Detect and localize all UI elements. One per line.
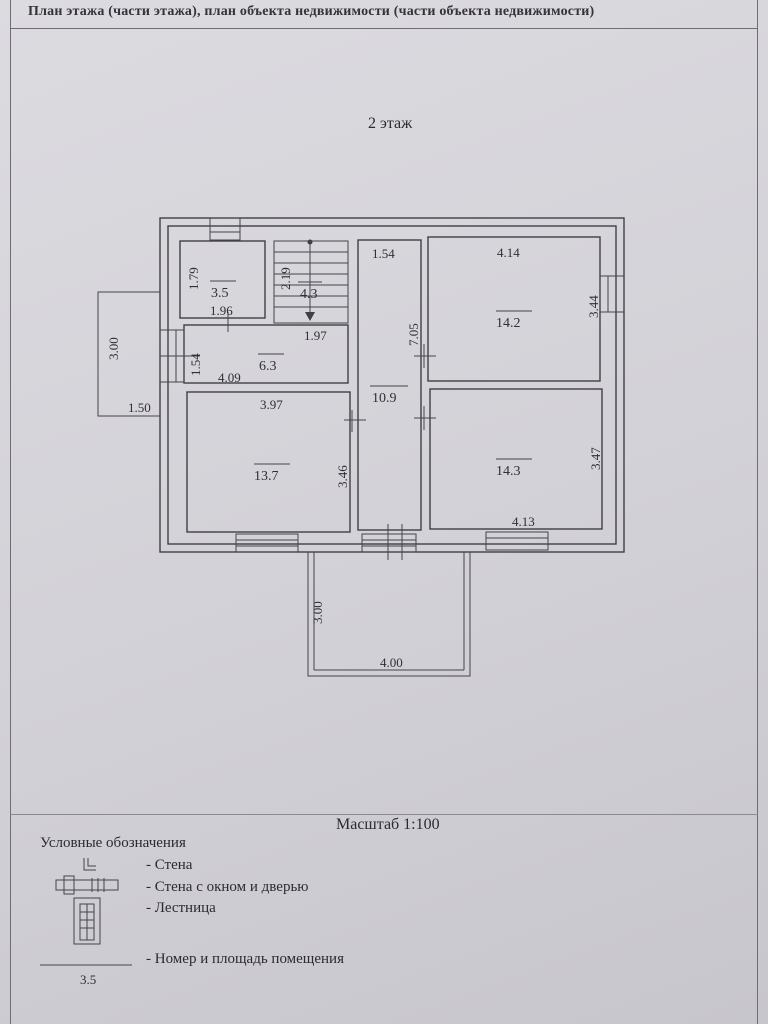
wall-icon — [83, 858, 96, 871]
dim-r1-w: 1.96 — [210, 303, 233, 318]
room-r3-area: 6.3 — [259, 359, 277, 374]
room-r6 — [186, 391, 351, 533]
stairs-icon — [73, 897, 101, 945]
window-bottom-1 — [235, 533, 299, 553]
balcony-bottom — [307, 552, 471, 677]
legend-item-stairs: - Лестница — [146, 900, 216, 916]
room-r4 — [357, 239, 422, 531]
dim-r2-h: 2.19 — [278, 267, 293, 290]
dim-balcony-bottom-h: 3.00 — [310, 601, 325, 624]
stairs — [273, 239, 349, 324]
outer-wall-outer — [159, 217, 625, 553]
scale-label: Масштаб 1:100 — [336, 816, 440, 833]
room-r4-area: 10.9 — [372, 391, 397, 406]
dim-r7-h: 3.47 — [588, 447, 603, 470]
room-r1-area: 3.5 — [211, 286, 229, 301]
legend-title: Условные обозначения — [40, 835, 186, 851]
legend-sample-number: 3.5 — [80, 972, 96, 987]
floor-label: 2 этаж — [368, 115, 413, 132]
legend-item-wall-window-door: - Стена с окном и дверью — [146, 879, 309, 895]
room-r5-area: 14.2 — [496, 316, 521, 331]
dim-r4-w: 1.54 — [372, 246, 395, 261]
dim-r6-h: 3.46 — [335, 465, 350, 488]
window-left-door — [159, 329, 200, 383]
dim-r2-w: 1.97 — [304, 328, 327, 343]
room-r7 — [429, 388, 603, 530]
dim-balcony-bottom-w: 4.00 — [380, 655, 403, 670]
room-r2-area: 4.3 — [300, 287, 318, 302]
window-bottom-3 — [485, 531, 549, 551]
dim-r1-h: 1.79 — [186, 267, 201, 290]
legend-item-wall: - Стена — [146, 857, 193, 873]
dim-balcony-left-h: 3.00 — [106, 337, 121, 360]
header-divider — [10, 28, 758, 29]
dim-r5-w: 4.14 — [497, 245, 520, 260]
window-top — [209, 217, 241, 241]
dim-r5-h: 3.44 — [586, 295, 601, 318]
legend-item-room-number: - Номер и площадь помещения — [146, 951, 344, 967]
dim-r3-h: 1.54 — [188, 353, 203, 376]
room-r7-area: 14.3 — [496, 464, 521, 479]
balcony-left — [97, 291, 160, 417]
outer-wall-inner — [167, 225, 617, 545]
document-header: План этажа (части этажа), план объекта н… — [28, 4, 595, 19]
room-r6-area: 13.7 — [254, 469, 279, 484]
dim-r6-w: 3.97 — [260, 397, 283, 412]
window-right — [599, 275, 625, 313]
scale-divider — [10, 814, 758, 815]
wall-window-door-icon — [55, 875, 119, 895]
dim-r4-h: 7.05 — [406, 323, 421, 346]
room-r1 — [179, 240, 266, 319]
window-bottom-2 — [361, 524, 417, 560]
dim-balcony-left-w: 1.50 — [128, 400, 151, 415]
dim-r7-w: 4.13 — [512, 514, 535, 529]
document-frame — [10, 0, 758, 1024]
dim-r3-w: 4.09 — [218, 370, 241, 385]
